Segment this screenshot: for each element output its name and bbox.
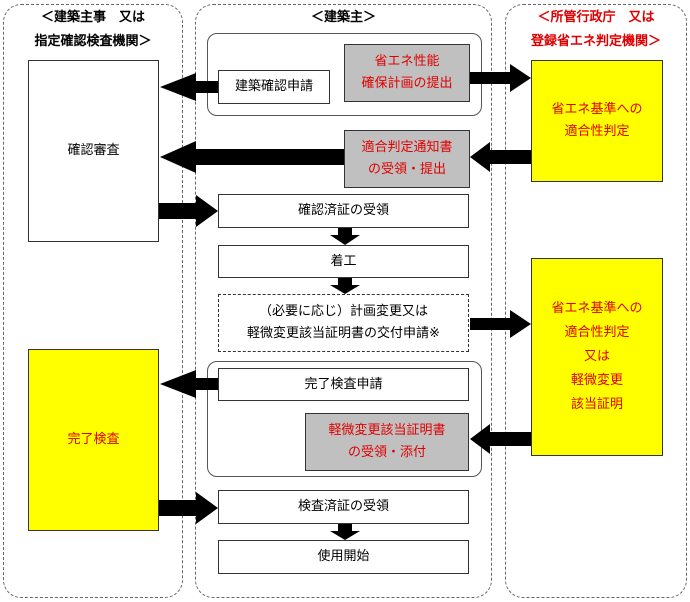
minor-change-line2: の受領・添付 <box>347 445 426 460</box>
building-confirmation-application-box: 建築確認申請 <box>218 70 330 104</box>
judgment2-line3: 又は <box>583 349 610 364</box>
conformity-notice-line2: の受領・提出 <box>367 162 446 177</box>
plan-change-line1: （必要に応じ）計画変更又は <box>258 304 428 319</box>
lane-header-left-line2: 指定確認検査機関＞ <box>34 34 152 49</box>
construction-start-box: 着工 <box>218 245 469 278</box>
confirmation-certificate-receipt-box: 確認済証の受領 <box>218 194 469 228</box>
arrow-notice-to-review <box>160 141 344 173</box>
completion-inspection-application-box: 完了検査申請 <box>218 368 469 401</box>
minor-change-certificate-box: 軽微変更該当証明書 の受領・添付 <box>305 413 469 471</box>
group-completion-frame <box>207 361 482 477</box>
completion-inspection-box: 完了検査 <box>28 349 159 531</box>
lane-building-owner <box>195 4 492 598</box>
conformity-judgment-box: 省エネ基準への 適合性判定 <box>531 60 663 182</box>
confirmation-review-label: 確認審査 <box>67 143 120 158</box>
energy-plan-submission-box: 省エネ性能 確保計画の提出 <box>344 44 470 102</box>
arrow-start-to-change <box>330 278 360 294</box>
conformity-judgment-line2: 適合性判定 <box>564 124 630 139</box>
lane-header-left: ＜建築主事 又は 指定確認検査機関＞ <box>3 8 183 52</box>
conformity-notice-box: 適合判定通知書 の受領・提出 <box>344 130 470 188</box>
arrow-inspection-to-certificate <box>159 492 218 524</box>
judgment2-line4: 軽微変更 <box>570 373 623 388</box>
lane-building-official <box>3 4 183 598</box>
confirmation-certificate-receipt-label: 確認済証の受領 <box>297 203 389 218</box>
lane-header-center-title: ＜建築主＞ <box>310 10 376 25</box>
conformity-or-minor-change-box: 省エネ基準への 適合性判定 又は 軽微変更 該当証明 <box>531 258 663 456</box>
inspection-certificate-receipt-box: 検査済証の受領 <box>218 490 469 524</box>
conformity-notice-line1: 適合判定通知書 <box>361 140 453 155</box>
lane-header-center: ＜建築主＞ <box>195 8 492 28</box>
lane-header-right: ＜所管行政庁 又は 登録省エネ判定機関＞ <box>505 8 687 52</box>
lane-header-left-line1: ＜建築主事 又は <box>40 10 145 25</box>
judgment2-line1: 省エネ基準への <box>551 301 643 316</box>
energy-plan-line1: 省エネ性能 <box>374 54 440 69</box>
arrow-review-to-certificate <box>159 195 218 227</box>
arrow-certificate-to-start <box>330 228 360 245</box>
arrow-judgment-to-minor-change <box>470 424 531 454</box>
start-of-use-box: 使用開始 <box>218 540 469 574</box>
start-of-use-label: 使用開始 <box>317 549 370 564</box>
confirmation-review-box: 確認審査 <box>28 60 159 242</box>
construction-start-label: 着工 <box>330 253 357 269</box>
lane-administrative-agency <box>505 4 687 598</box>
minor-change-line1: 軽微変更該当証明書 <box>328 423 446 438</box>
plan-change-application-box: （必要に応じ）計画変更又は 軽微変更該当証明書の交付申請※ <box>218 294 469 352</box>
lane-header-right-line2: 登録省エネ判定機関＞ <box>530 34 661 49</box>
arrow-judgment-to-notice <box>470 142 531 172</box>
plan-change-line2: 軽微変更該当証明書の交付申請※ <box>247 326 440 341</box>
lane-header-right-line1: ＜所管行政庁 又は <box>537 10 655 25</box>
arrow-application-to-inspection <box>160 370 218 398</box>
arrow-application-to-review <box>160 73 218 101</box>
judgment2-line2: 適合性判定 <box>564 325 630 340</box>
completion-inspection-label: 完了検査 <box>67 432 120 447</box>
arrow-certificate-to-use <box>330 524 360 540</box>
energy-plan-line2: 確保計画の提出 <box>361 76 453 91</box>
judgment2-line5: 該当証明 <box>570 397 623 412</box>
completion-inspection-application-label: 完了検査申請 <box>304 376 383 392</box>
arrow-change-to-judgment <box>470 310 531 338</box>
inspection-certificate-receipt-label: 検査済証の受領 <box>297 499 389 514</box>
arrow-plan-to-judgment <box>470 64 531 92</box>
building-confirmation-application-label: 建築確認申請 <box>234 79 313 94</box>
conformity-judgment-line1: 省エネ基準への <box>551 102 643 117</box>
